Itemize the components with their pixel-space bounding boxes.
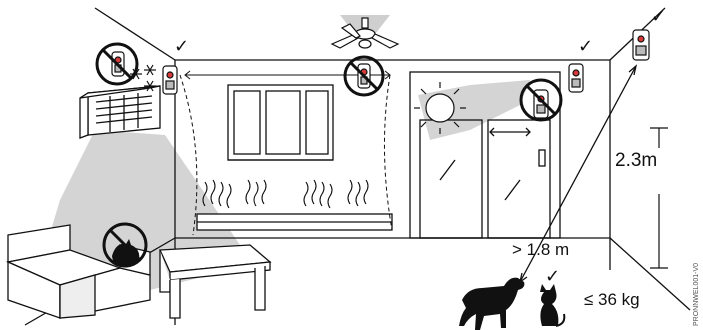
cat-icon [540, 284, 564, 326]
check-mark: ✓ [578, 36, 593, 57]
heat-waves [203, 180, 368, 208]
air-conditioner-icon [80, 86, 160, 138]
min-distance-label: > 1.8 m [512, 240, 569, 260]
table-icon [160, 245, 270, 318]
check-mark: ✓ [545, 266, 560, 287]
mount-height-label: 2.3m [615, 150, 657, 172]
dog-icon [459, 278, 524, 330]
pet-weight-label: ≤ 36 kg [584, 290, 640, 310]
check-mark: ✓ [174, 36, 189, 57]
check-mark: ✓ [651, 6, 666, 27]
height-dimension [650, 128, 668, 268]
ceiling-fan-icon [332, 18, 398, 48]
heater-icon [197, 214, 392, 230]
window-icon [228, 85, 333, 160]
document-code: PRONNWEL001-V0 [693, 263, 700, 326]
